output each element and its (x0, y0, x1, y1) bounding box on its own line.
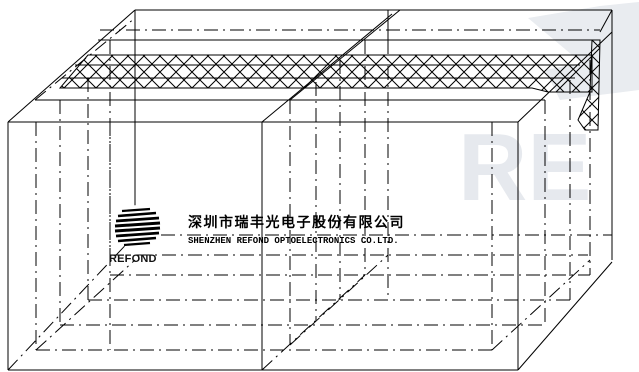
logo-brand-text: REFOND (109, 253, 157, 265)
front-box (7, 32, 613, 371)
insulation-strip (58, 39, 601, 131)
inner-dashed-structure (7, 40, 612, 371)
striped-globe-icon (114, 205, 161, 247)
company-name-english: SHENZHEN REFOND OPTOELECTRONICS CO.LTD. (188, 236, 399, 246)
watermark-text: RE (458, 114, 591, 221)
company-logo: REFOND (109, 205, 161, 265)
company-name-chinese: 深圳市瑞丰光电子股份有限公司 (188, 214, 405, 231)
